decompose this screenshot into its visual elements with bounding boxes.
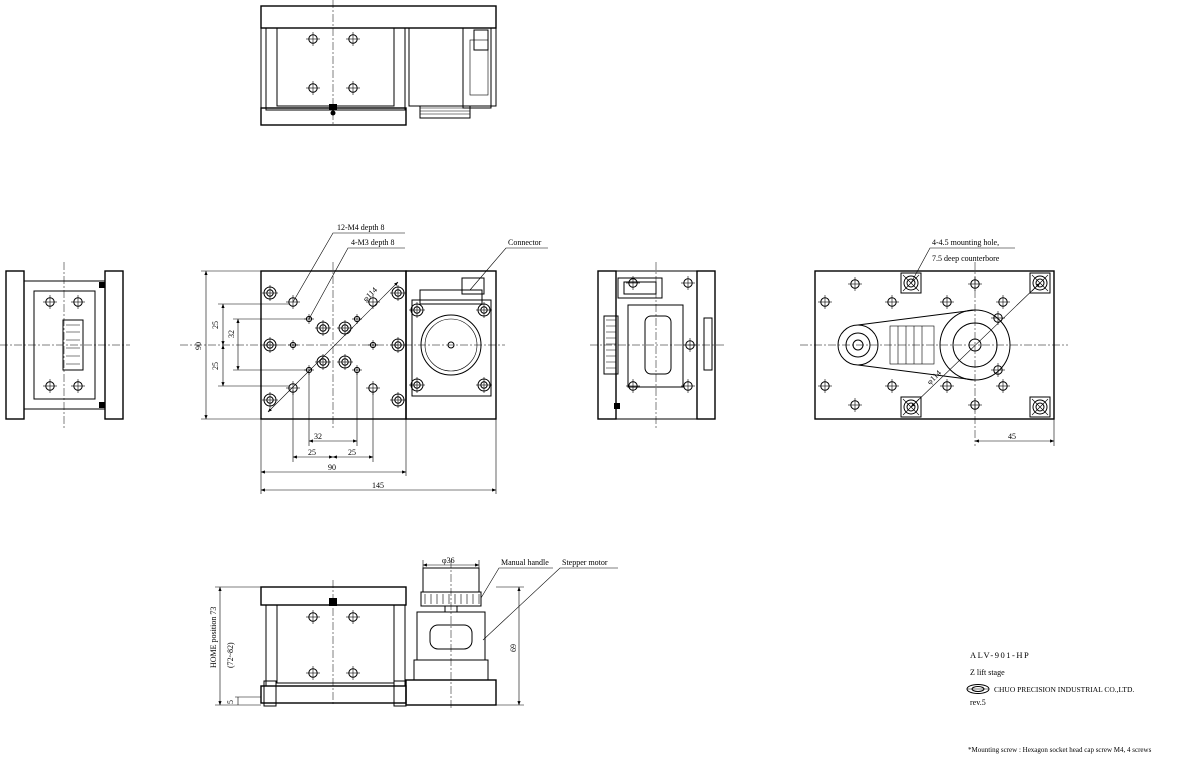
dim-32-vertical: 32	[227, 330, 236, 338]
dim-69: 69	[509, 644, 518, 652]
dim-45: 45	[1008, 432, 1016, 441]
label-mounting-hole: 4-4.5 mounting hole,	[932, 238, 999, 247]
dim-5: 5	[226, 700, 235, 704]
dim-90-horizontal: 90	[328, 463, 336, 472]
annotations: 12-M4 depth 8 4-M3 depth 8 Connector 4-4…	[194, 223, 1016, 704]
label-holes-m3: 4-M3 depth 8	[351, 238, 395, 247]
company-name: CHUO PRECISION INDUSTRIAL CO.,LTD.	[994, 685, 1135, 694]
label-manual-handle: Manual handle	[501, 558, 549, 567]
label-connector: Connector	[508, 238, 542, 247]
front-elevation	[215, 560, 618, 710]
dim-d114-right: φ114	[925, 369, 943, 387]
top-view	[260, 0, 497, 126]
model-description: Z lift stage	[970, 668, 1005, 677]
right-side-view	[590, 262, 725, 428]
left-side-view	[0, 262, 130, 428]
dim-25-left: 25	[308, 448, 316, 457]
dim-145: 145	[372, 481, 384, 490]
dim-90-vertical: 90	[194, 342, 203, 350]
label-counterbore: 7.5 deep counterbore	[932, 254, 1000, 263]
dim-25-right: 25	[348, 448, 356, 457]
label-home-position: HOME position 73	[209, 607, 218, 668]
footnote: *Mounting screw : Hexagon socket head ca…	[968, 746, 1152, 754]
company-logo-icon	[966, 684, 990, 694]
plan-view	[180, 232, 548, 494]
dim-d114-left: φ114	[361, 286, 379, 304]
label-home-range: (72~82)	[226, 642, 235, 668]
dim-25-upper: 25	[211, 321, 220, 329]
revision: rev.5	[970, 698, 986, 707]
label-stepper-motor: Stepper motor	[562, 558, 608, 567]
dim-32-horizontal: 32	[314, 432, 322, 441]
dim-d36: φ36	[442, 556, 455, 565]
dim-25-lower: 25	[211, 362, 220, 370]
label-holes-m4: 12-M4 depth 8	[337, 223, 385, 232]
model-number: ALV-901-HP	[970, 650, 1031, 660]
bottom-view	[800, 247, 1068, 446]
